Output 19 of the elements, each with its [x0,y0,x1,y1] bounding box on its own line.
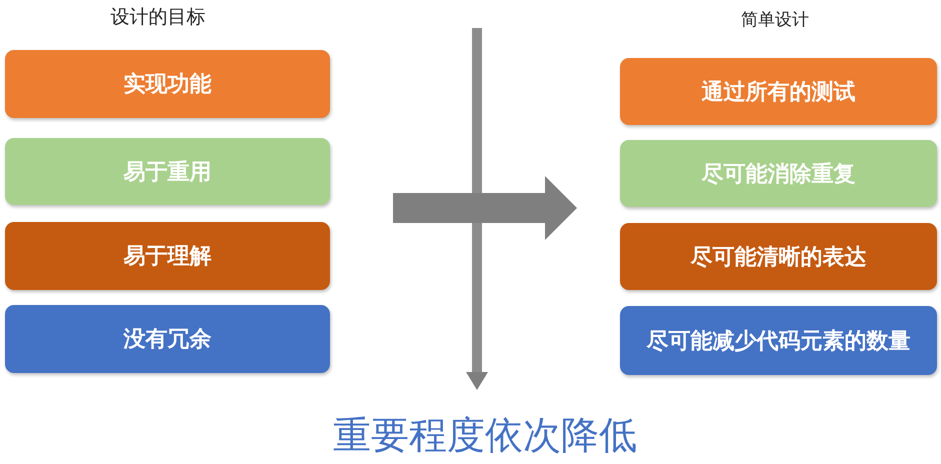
process-box [5,222,330,290]
process-box [5,50,330,118]
box-label: 通过所有的测试 [702,78,856,106]
box-label: 尽可能消除重复 [702,160,856,188]
column-title: 简单设计 [741,9,809,31]
process-box [620,306,937,375]
process-box [620,140,937,207]
process-box [620,223,937,290]
column-title: 设计的目标 [110,5,206,30]
box-label: 实现功能 [124,71,212,99]
process-box [5,305,330,373]
process-box [5,138,330,205]
arrow-caption: 重要程度依次降低 [333,412,637,459]
box-label: 尽可能清晰的表达 [690,244,866,272]
process-box [620,58,937,125]
box-label: 尽可能减少代码元素的数量 [646,328,910,356]
box-label: 没有冗余 [124,326,212,354]
box-label: 易于理解 [124,243,212,271]
box-label: 易于重用 [124,158,212,186]
